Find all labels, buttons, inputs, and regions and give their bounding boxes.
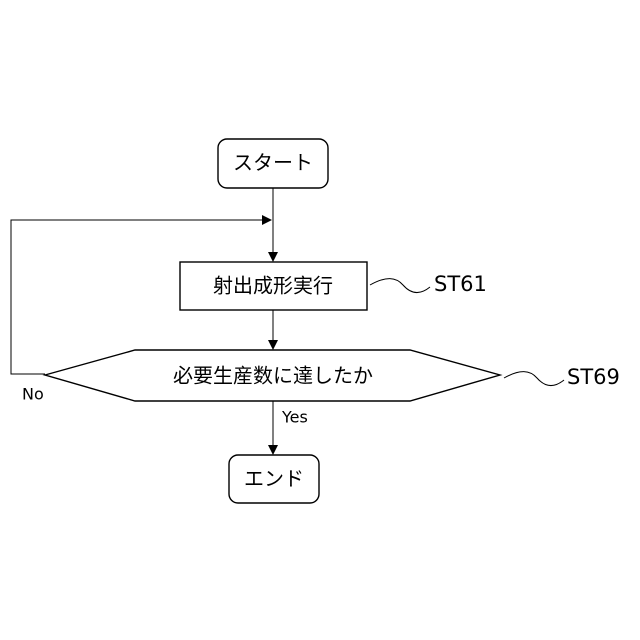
process-step-ref: ST61 xyxy=(434,272,487,296)
start-node-label: スタート xyxy=(233,151,313,175)
arrowhead-into-end xyxy=(268,445,278,455)
end-node: エンド xyxy=(229,455,319,503)
process-ref-leader xyxy=(370,279,430,293)
process-node-label: 射出成形実行 xyxy=(213,274,333,298)
arrowhead-loop-merge xyxy=(262,215,272,225)
branch-yes-label: Yes xyxy=(281,408,308,427)
arrowhead-into-process xyxy=(268,252,278,262)
process-node: 射出成形実行 xyxy=(180,262,367,310)
end-node-label: エンド xyxy=(244,467,304,491)
decision-ref-leader xyxy=(504,372,564,386)
arrowhead-into-decision xyxy=(268,340,278,350)
start-node: スタート xyxy=(218,139,328,188)
decision-node-label: 必要生産数に達したか xyxy=(173,364,373,388)
branch-no-label: No xyxy=(22,385,44,404)
decision-step-ref: ST69 xyxy=(567,365,620,389)
decision-node: 必要生産数に達したか xyxy=(45,350,500,401)
